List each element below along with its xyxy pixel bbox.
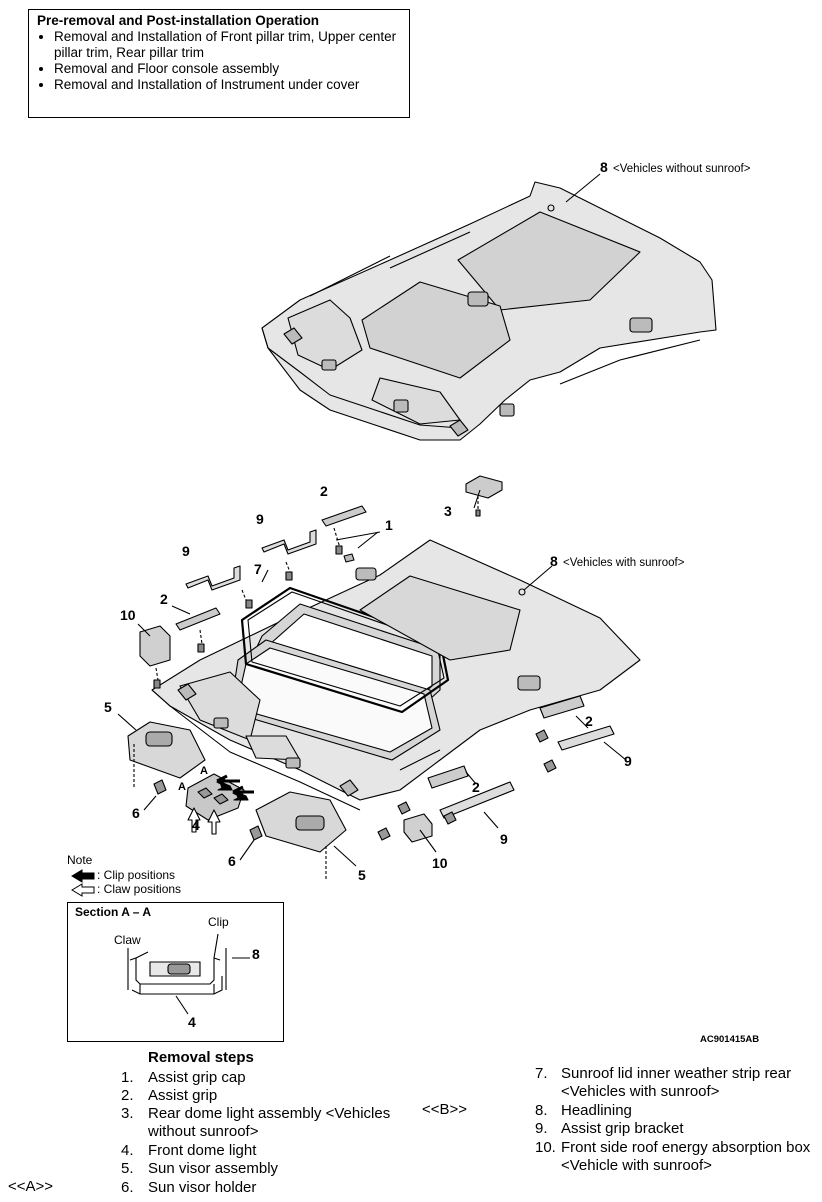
step-number: 9.: [535, 1120, 548, 1137]
step-text: <Vehicles with sunroof>: [561, 1083, 720, 1100]
step-text: Front dome light: [148, 1142, 257, 1159]
note-title: Note: [67, 853, 93, 867]
section-callout-8: 8: [252, 946, 260, 962]
callout-2-right-a: 2: [585, 713, 593, 729]
note-clip-label: : Clip positions: [97, 868, 176, 882]
step-text: <Vehicle with sunroof>: [561, 1157, 712, 1174]
pre-removal-item: Removal and Installation of Front pillar…: [54, 29, 401, 61]
section-a-a-box: [67, 902, 284, 1042]
callout-8-mid-text: <Vehicles with sunroof>: [563, 557, 685, 569]
callout-9-c: 9: [624, 753, 632, 769]
callout-9-b: 9: [182, 543, 190, 559]
pre-removal-item: Removal and Installation of Instrument u…: [54, 77, 401, 93]
callout-10-left: 10: [120, 607, 136, 623]
step-text: Assist grip: [148, 1087, 218, 1104]
step-text: Headlining: [561, 1102, 632, 1119]
leader-8-top: [565, 173, 601, 203]
step-text: Assist grip bracket: [561, 1120, 684, 1137]
section-marker-a-top: A: [200, 765, 208, 777]
callout-2-top: 2: [320, 483, 328, 499]
callout-7: 7: [254, 561, 262, 577]
section-title: Section A – A: [75, 905, 152, 919]
section-claw-label: Claw: [114, 933, 141, 947]
removal-steps-list: 1. Assist grip cap 2. Assist grip 3. Rea…: [0, 1065, 822, 1202]
section-a-a-drawing: [127, 933, 250, 1015]
step-text: Sun visor holder: [148, 1179, 257, 1196]
callout-10-right: 10: [432, 855, 448, 871]
assist-grip-parts-right: [377, 695, 615, 843]
callout-3: 3: [444, 503, 452, 519]
callout-8-mid: 8: [550, 553, 558, 569]
step-text: without sunroof>: [148, 1123, 259, 1140]
step-text: Rear dome light assembly <Vehicles: [148, 1105, 391, 1122]
callout-8-top-text: <Vehicles without sunroof>: [613, 163, 751, 175]
section-marker-a-left: A: [178, 781, 186, 793]
headlining-without-sunroof: [261, 181, 717, 441]
step-text: Sunroof lid inner weather strip rear: [561, 1065, 792, 1082]
sun-visor-right-part: [249, 791, 347, 880]
figure-id: AC901415AB: [700, 1034, 759, 1045]
step-text: Assist grip cap: [148, 1069, 246, 1086]
marker-b: <<B>>: [422, 1101, 468, 1118]
step-number: 8.: [535, 1102, 548, 1119]
callout-8-top: 8: [600, 159, 608, 175]
assist-grip-parts-upper: [139, 505, 379, 689]
section-callout-4: 4: [188, 1014, 196, 1030]
step-text: Sun visor assembly: [148, 1160, 279, 1177]
callout-2-right-b: 2: [472, 779, 480, 795]
callout-5-left: 5: [104, 699, 112, 715]
step-number: 5.: [121, 1160, 134, 1177]
step-text: Front side roof energy absorption box: [561, 1139, 811, 1156]
step-number: 3.: [121, 1105, 134, 1122]
leader-8-mid: [523, 565, 553, 591]
step-number: 1.: [121, 1069, 134, 1086]
step-number: 10.: [535, 1139, 556, 1156]
section-clip-label: Clip: [208, 915, 229, 929]
note-legend-icons: [71, 869, 95, 897]
callout-6-left: 6: [132, 805, 140, 821]
callout-9-d: 9: [500, 831, 508, 847]
step-number: 4.: [121, 1142, 134, 1159]
pre-removal-title: Pre-removal and Post-installation Operat…: [37, 13, 320, 28]
callout-9-a: 9: [256, 511, 264, 527]
callout-4: 4: [192, 817, 200, 833]
callout-1: 1: [385, 517, 393, 533]
step-number: 6.: [121, 1179, 134, 1196]
pre-removal-item: Removal and Floor console assembly: [54, 61, 401, 77]
callout-6-right: 6: [228, 853, 236, 869]
removal-steps-title: Removal steps: [148, 1049, 254, 1066]
sun-visor-left-part: [127, 721, 206, 795]
pre-removal-list: Removal and Installation of Front pillar…: [37, 29, 401, 93]
note-claw-label: : Claw positions: [97, 882, 182, 896]
callout-5-right: 5: [358, 867, 366, 883]
callout-2-left: 2: [160, 591, 168, 607]
rear-dome-light-part: [465, 475, 503, 517]
marker-a: <<A>>: [8, 1178, 54, 1195]
headlining-with-sunroof: [151, 539, 641, 811]
pre-removal-box: Pre-removal and Post-installation Operat…: [28, 9, 410, 118]
step-number: 7.: [535, 1065, 548, 1082]
step-number: 2.: [121, 1087, 134, 1104]
